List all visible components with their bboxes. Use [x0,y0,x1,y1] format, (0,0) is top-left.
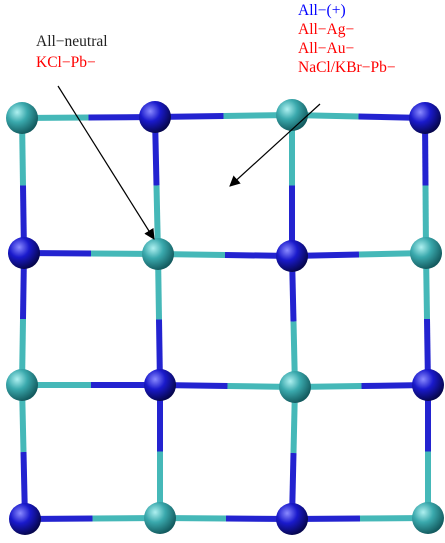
atom-blue-2-1 [144,369,176,401]
label-all-plus: All−(+) [298,2,346,19]
atom-blue-0-3 [409,102,441,134]
label-kcl-pb: KCl−Pb− [36,54,96,71]
atom-layer [6,99,444,535]
atom-cyan-1-1 [142,238,174,270]
atom-cyan-0-2 [276,99,308,131]
atom-cyan-1-3 [410,237,442,269]
label-all-ag: All−Ag− [298,21,354,38]
label-all-neutral: All−neutral [36,33,108,50]
annotation-left: All−neutral KCl−Pb− [36,33,108,71]
label-all-au: All−Au− [298,40,354,57]
atom-cyan-2-0 [6,369,38,401]
label-nacl-kbr-pb: NaCl/KBr−Pb− [298,59,396,76]
atom-cyan-2-2 [279,371,311,403]
atom-blue-1-2 [276,240,308,272]
arrow-to-atom [57,85,155,240]
atom-cyan-3-1 [144,502,176,534]
atom-blue-3-0 [9,503,41,535]
atom-blue-0-1 [139,101,171,133]
arrow-to-hollow [229,103,321,187]
atom-blue-2-3 [412,369,444,401]
bond-layer [19,112,431,522]
atom-cyan-0-0 [6,102,38,134]
atom-cyan-3-3 [412,502,444,534]
atom-blue-1-0 [8,237,40,269]
atom-blue-3-2 [276,503,308,535]
annotation-right: All−(+) All−Ag− All−Au− NaCl/KBr−Pb− [298,2,396,76]
